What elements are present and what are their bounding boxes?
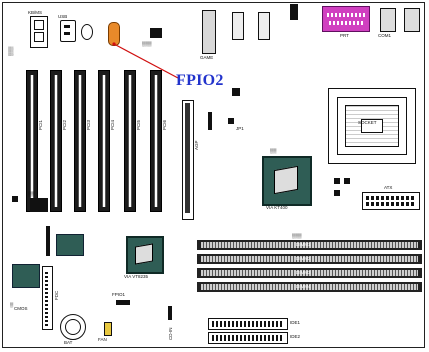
dimm-slot-3 xyxy=(197,268,422,278)
pci6-label: PCI6 xyxy=(162,119,167,130)
pci-slot-2 xyxy=(50,70,62,212)
pci2-label: PCI2 xyxy=(62,119,67,130)
fpio1-label: FPIO1 xyxy=(112,292,126,297)
north-bridge-chip xyxy=(262,156,312,206)
cd-in-header xyxy=(168,306,172,320)
game-port xyxy=(202,10,216,54)
pci-slot-3 xyxy=(74,70,86,212)
kbms-label: KB/MS xyxy=(28,10,43,15)
usb-top-label: USB xyxy=(58,14,68,19)
com-port-1 xyxy=(380,8,396,32)
com-port-2 xyxy=(404,8,420,32)
speaker-connector xyxy=(81,24,93,40)
fdc-connector xyxy=(42,266,53,330)
kbms-connector xyxy=(30,16,48,48)
ide1-label: IDE1 xyxy=(290,320,301,325)
side-label: ▒▒▒ xyxy=(8,46,13,56)
sound-chip-text: ▒▒▒ xyxy=(142,41,152,46)
dimm1-label: DIMM1 xyxy=(296,242,311,247)
cd-in-label: CD-IN xyxy=(168,327,173,341)
dimm-slot-2 xyxy=(197,254,422,264)
pci5-label: PCI5 xyxy=(136,119,141,130)
fpio2-header xyxy=(232,88,240,96)
fpio2-callout: FPIO2 xyxy=(176,72,224,89)
header-block xyxy=(30,198,48,212)
pci-slot-5 xyxy=(124,70,136,212)
io-chip xyxy=(56,234,84,256)
battery-icon xyxy=(60,314,86,340)
ide-connector-2 xyxy=(208,332,288,344)
header-block-label: ▒▒ xyxy=(28,191,35,196)
pci4-label: PCI4 xyxy=(110,119,115,130)
battery-label: BAT xyxy=(64,340,73,345)
parallel-port xyxy=(322,6,370,32)
south-bridge-chip xyxy=(126,236,164,274)
fan-connector-icon xyxy=(104,322,112,336)
jumper-c xyxy=(334,178,340,184)
com1-label: COM1 xyxy=(378,33,392,38)
north-bridge-top-label: ▒▒ xyxy=(270,148,277,153)
usb-top-connector xyxy=(60,20,76,42)
sound-chip xyxy=(150,28,162,38)
dimm2-label: DIMM2 xyxy=(296,256,311,261)
audio-jack-1 xyxy=(232,12,244,40)
pci3-label: PCI3 xyxy=(86,119,91,130)
game-label: GAME xyxy=(200,55,214,60)
cmos-label: CMOS xyxy=(14,306,28,311)
board-outline xyxy=(2,2,425,348)
dimm-slot-1 xyxy=(197,240,422,250)
audio-jack-2 xyxy=(258,12,270,40)
south-bridge-label: VIA VT8235 xyxy=(124,274,149,279)
pci-slot-6 xyxy=(150,70,162,212)
dimm4-label: DIMM4 xyxy=(296,284,311,289)
jumper-e xyxy=(334,190,340,196)
atx-power-connector xyxy=(362,192,420,210)
fan-label: FAN xyxy=(98,337,107,342)
pci-slot-1 xyxy=(26,70,38,212)
header-vertical xyxy=(46,226,50,256)
north-bridge-label: VIA KT400 xyxy=(266,205,288,210)
ide-connector-1 xyxy=(208,318,288,330)
agp-label: AGP xyxy=(194,140,199,150)
dimm-header-label: ▒▒▒ xyxy=(292,233,302,238)
jumper-d xyxy=(344,178,350,184)
bios-chip xyxy=(12,264,40,288)
jp-label: JP1 xyxy=(236,126,244,131)
jumper-a xyxy=(208,112,212,130)
fpio1-header xyxy=(116,300,130,305)
header-small xyxy=(12,196,18,202)
socket-label: SOCKET xyxy=(358,120,377,125)
atx-label: ATX xyxy=(384,185,393,190)
dimm-slot-4 xyxy=(197,282,422,292)
fdc-label: FDC xyxy=(54,290,59,300)
cpu-socket xyxy=(328,88,416,164)
audio-jack-3 xyxy=(290,4,298,20)
side-label-bottom: ▒ xyxy=(10,302,14,307)
ide2-label: IDE2 xyxy=(290,334,301,339)
jumper-b xyxy=(228,118,234,124)
prt-label: PRT xyxy=(340,33,349,38)
pci1-label: PCI1 xyxy=(38,119,43,130)
pci-slot-4 xyxy=(98,70,110,212)
dimm3-label: DIMM3 xyxy=(296,270,311,275)
agp-slot xyxy=(182,100,194,220)
